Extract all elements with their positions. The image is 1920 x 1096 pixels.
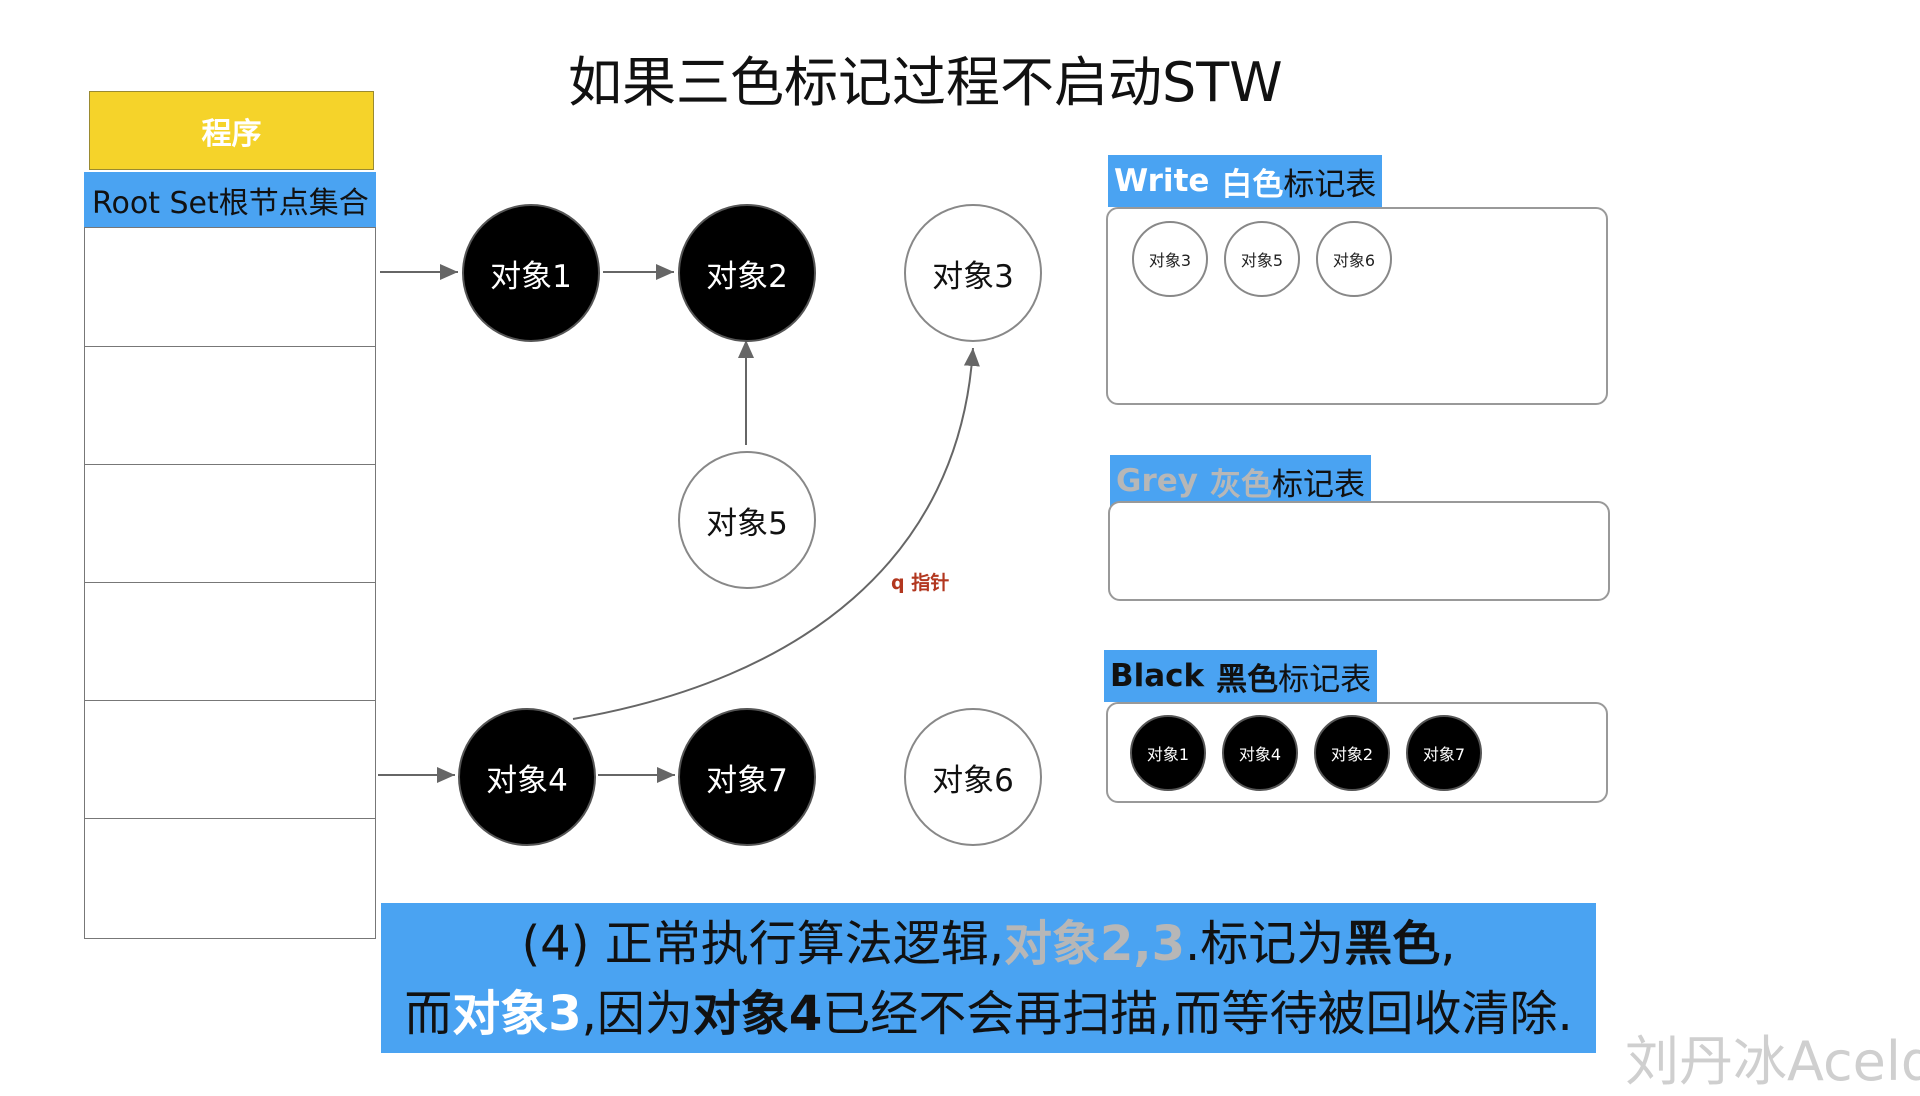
root-set-box: [84, 227, 376, 939]
white-table-title-color: 白色: [1221, 166, 1284, 203]
grey-table-header: Grey 灰色 标记表: [1110, 455, 1371, 507]
white-table-header: Write 白色 标记表: [1108, 155, 1383, 207]
black-table-title-color: 黑色: [1216, 661, 1279, 698]
node-obj4: 对象4: [458, 708, 596, 846]
caption-line-1: (4) 正常执行算法逻辑,对象2,3.标记为黑色,: [381, 909, 1596, 979]
grey-table-title-rest: 标记表: [1271, 466, 1365, 503]
black-table-title-en: Black: [1110, 658, 1205, 694]
black-table-header: Black 黑色 标记表: [1104, 650, 1378, 702]
grey-table-title-en: Grey: [1116, 463, 1198, 499]
node-obj2: 对象2: [678, 204, 816, 342]
caption-text: .标记为: [1185, 916, 1345, 972]
page-title-text: 如果三色标记过程不启动STW: [568, 51, 1283, 114]
caption-highlight-bold: 对象4: [692, 986, 823, 1042]
caption-text: 已经不会再扫描,而等待被回收清除.: [822, 986, 1573, 1042]
node-obj6: 对象6: [904, 708, 1042, 846]
grey-table-box: [1108, 501, 1610, 601]
program-label: 程序: [89, 91, 374, 170]
black-table-box: 对象1 对象4 对象2 对象7: [1106, 702, 1608, 803]
watermark: 刘丹冰Aceld: [1625, 1030, 1920, 1093]
grey-table-title-color: 灰色: [1209, 466, 1272, 503]
white-table-item: 对象5: [1224, 221, 1300, 297]
white-table-title-rest: 标记表: [1283, 166, 1377, 203]
edge-obj4-to-obj3-pointer: [572, 347, 980, 720]
white-table-box: 对象3 对象5 对象6: [1106, 207, 1608, 405]
node-obj3: 对象3: [904, 204, 1042, 342]
white-table-title-en: Write: [1114, 163, 1210, 199]
caption-text: ,: [1440, 916, 1456, 972]
black-table-item: 对象4: [1222, 715, 1298, 791]
pointer-q-label: q 指针: [891, 572, 950, 594]
black-table-item: 对象7: [1406, 715, 1482, 791]
black-table-item: 对象1: [1130, 715, 1206, 791]
caption-line-2: 而对象3,因为对象4已经不会再扫描,而等待被回收清除.: [381, 979, 1596, 1049]
node-obj1: 对象1: [462, 204, 600, 342]
caption-highlight-bold: 黑色: [1344, 916, 1441, 972]
caption-highlight-grey: 对象2,3: [1003, 916, 1185, 972]
white-table-item: 对象6: [1316, 221, 1392, 297]
node-obj7: 对象7: [678, 708, 816, 846]
root-set-row-divider: [85, 346, 375, 347]
root-set-label: Root Set根节点集合: [84, 172, 376, 227]
root-set-row-divider: [85, 582, 375, 583]
root-set-row-divider: [85, 464, 375, 465]
caption-text: ,因为: [581, 986, 693, 1042]
caption-highlight-white: 对象3: [452, 986, 582, 1042]
black-table-item: 对象2: [1314, 715, 1390, 791]
root-set-row-divider: [85, 700, 375, 701]
caption-box: (4) 正常执行算法逻辑,对象2,3.标记为黑色, 而对象3,因为对象4已经不会…: [381, 903, 1596, 1053]
black-table-title-rest: 标记表: [1278, 661, 1372, 698]
caption-text: (4) 正常执行算法逻辑,: [521, 916, 1004, 972]
caption-text: 而: [404, 986, 453, 1042]
white-table-item: 对象3: [1132, 221, 1208, 297]
node-obj5: 对象5: [678, 451, 816, 589]
root-set-row-divider: [85, 818, 375, 819]
